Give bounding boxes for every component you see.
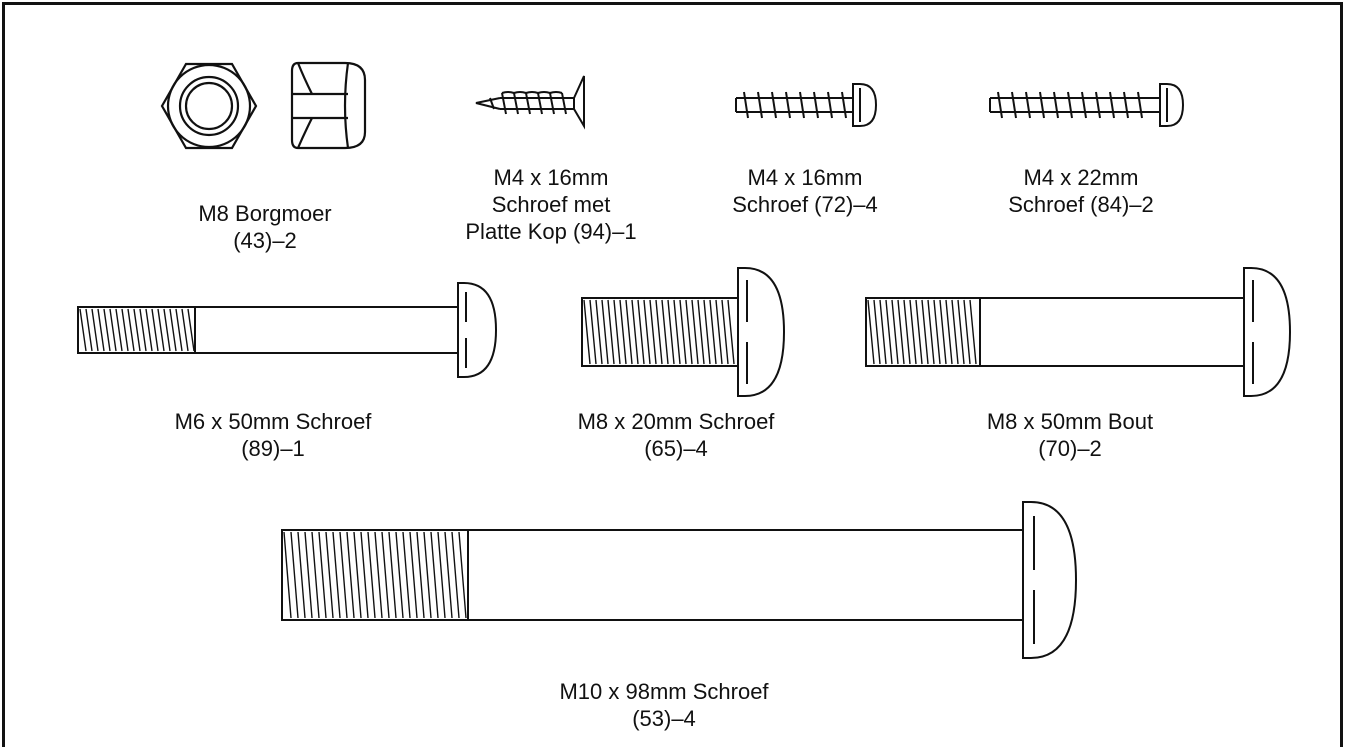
m10-screw-label-line-1: M10 x 98mm Schroef <box>559 679 769 704</box>
screw-16-label-line-1: M4 x 16mm <box>747 165 863 190</box>
flat-screw-label-line-2: Schroef met <box>491 192 611 217</box>
m8-bout-label-line-1: M8 x 50mm Bout <box>986 409 1154 434</box>
bolt-m10-icon <box>281 501 1078 659</box>
lock-nut-icon <box>160 62 258 150</box>
screw-16-label-line-2: Schroef (72)–4 <box>732 192 878 217</box>
screw-22-label: M4 x 22mm Schroef (84)–2 <box>1008 164 1154 218</box>
m8-bout-label-line-2: (70)–2 <box>1038 436 1102 461</box>
bolt-m8-short-icon <box>581 267 786 397</box>
flat-head-screw-icon <box>475 75 585 130</box>
m6-screw-label: M6 x 50mm Schroef (89)–1 <box>175 408 372 462</box>
nut-label-line-2: (43)–2 <box>233 228 297 253</box>
screw-16-label: M4 x 16mm Schroef (72)–4 <box>732 164 878 218</box>
m8-screw-label-line-1: M8 x 20mm Schroef <box>577 409 775 434</box>
m8-screw-label: M8 x 20mm Schroef (65)–4 <box>578 408 775 462</box>
screw-22-label-line-1: M4 x 22mm <box>1023 165 1139 190</box>
round-head-screw-icon <box>735 83 878 127</box>
bolt-m6-icon <box>77 282 498 378</box>
flat-screw-label: M4 x 16mm Schroef met Platte Kop (94)–1 <box>465 164 636 245</box>
m10-screw-label-line-2: (53)–4 <box>632 706 696 731</box>
m6-screw-label-line-2: (89)–1 <box>241 436 305 461</box>
round-head-screw-long-icon <box>989 83 1185 127</box>
m10-screw-label: M10 x 98mm Schroef (53)–4 <box>559 678 768 732</box>
nut-label: M8 Borgmoer (43)–2 <box>198 200 331 254</box>
nut-label-line-1: M8 Borgmoer <box>198 201 332 226</box>
flat-screw-label-line-1: M4 x 16mm <box>493 165 609 190</box>
m8-screw-label-line-2: (65)–4 <box>644 436 708 461</box>
m8-bout-label: M8 x 50mm Bout (70)–2 <box>987 408 1153 462</box>
lock-nut-side-icon <box>290 61 367 150</box>
bolt-m8-long-icon <box>865 267 1292 397</box>
screw-22-label-line-2: Schroef (84)–2 <box>1008 192 1154 217</box>
m6-screw-label-line-1: M6 x 50mm Schroef <box>174 409 372 434</box>
flat-screw-label-line-3: Platte Kop (94)–1 <box>465 219 637 244</box>
